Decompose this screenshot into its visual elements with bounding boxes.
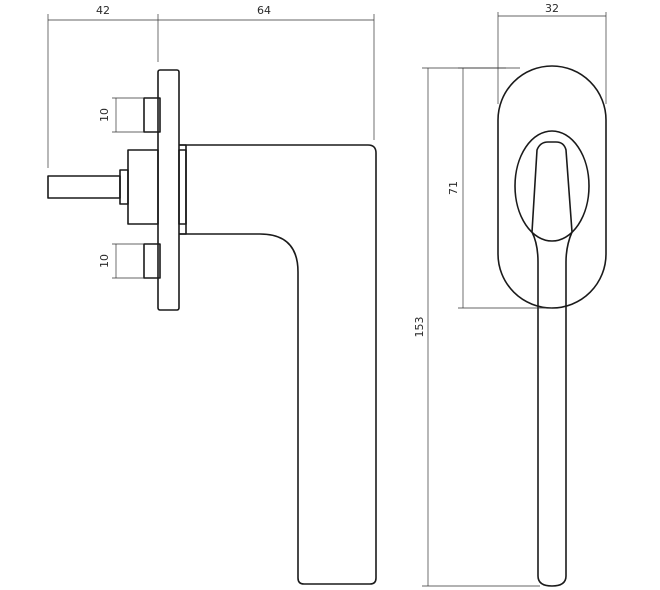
dimension-rose-width: 32 [497,2,607,104]
dim-lever-projection: 64 [257,4,271,17]
dim-rose-height: 71 [447,181,460,195]
dim-upper-screw: 10 [98,108,111,122]
dim-spindle-length: 42 [96,4,110,17]
dim-lower-screw: 10 [98,254,111,268]
lever-arm-side [179,144,377,585]
upper-screw [143,97,161,133]
rose-boss [514,130,590,242]
square-spindle [47,175,121,199]
dim-rose-width: 32 [545,2,559,15]
dimension-upper-screw: 10 [98,97,144,133]
lever-neck [179,144,187,235]
rose-ring [178,149,187,225]
front-view [497,65,607,587]
dimension-lever-projection: 64 [158,4,375,140]
dim-overall-height: 153 [413,317,426,338]
rose-plate [157,69,180,311]
hub-block [127,149,159,225]
rose-front [497,65,607,309]
dimension-overall-height: 153 [413,67,540,587]
lower-screw [143,243,161,279]
lever-front [531,141,573,587]
dimension-rose-height: 71 [447,67,552,309]
side-view [47,69,377,585]
dimension-lower-screw: 10 [98,243,144,279]
dimension-spindle: 42 [47,4,159,168]
spindle-collar [119,169,129,205]
